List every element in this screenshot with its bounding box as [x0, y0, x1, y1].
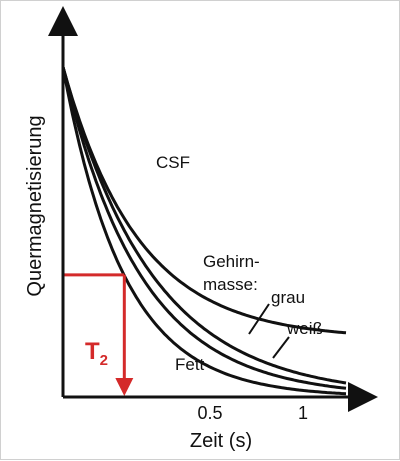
series-line-2: [61, 66, 347, 385]
series-label-weiss: weiß: [286, 319, 323, 338]
t2-label-subscript: 2: [100, 352, 108, 369]
series-label-fett: Fett: [175, 355, 205, 374]
t2-label-main: T: [85, 338, 100, 365]
series-label-grau: grau: [271, 288, 305, 307]
leader-line-weiss: [272, 336, 290, 359]
group-label-line2: masse:: [203, 275, 258, 294]
y-axis-title: Quermagnetisierung: [24, 115, 46, 296]
leader-line-grau: [248, 303, 270, 335]
x-tick-label: 1: [298, 403, 308, 423]
decay-curves: [61, 66, 347, 396]
group-label-line1: Gehirn-: [203, 252, 260, 271]
series-line-1: [61, 66, 347, 335]
x-axis-title: Zeit (s): [190, 430, 252, 452]
x-tick-label: 0.5: [197, 403, 222, 423]
t2-label: T2: [85, 338, 108, 369]
series-line-3: [61, 66, 347, 390]
series-line-4: [61, 66, 347, 396]
series-label-csf: CSF: [156, 153, 190, 172]
